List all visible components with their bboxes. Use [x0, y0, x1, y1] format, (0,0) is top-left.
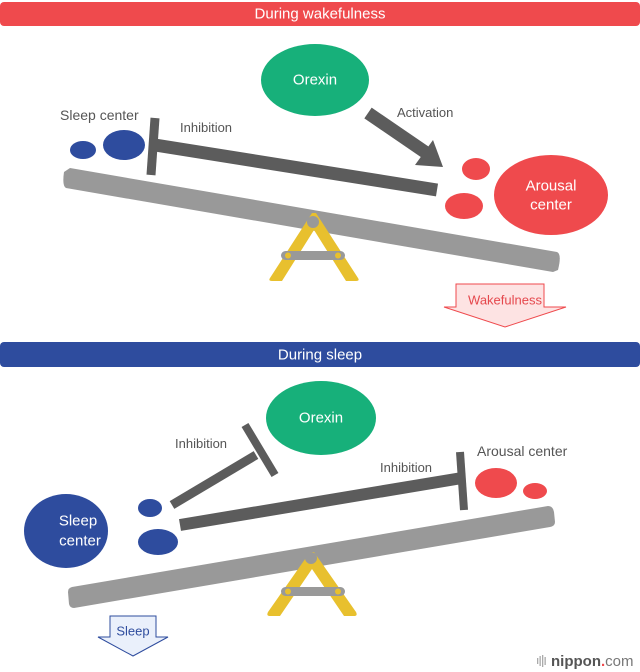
sleep-banner-title: During sleep: [278, 347, 362, 364]
wake-seesaw: [63, 168, 560, 281]
sleep-fulcrum: [267, 552, 357, 616]
sleep-inhibition-label-2: Inhibition: [380, 460, 432, 475]
wakefulness-result-label: Wakefulness: [468, 293, 542, 308]
wake-activation-arrow: [364, 107, 443, 167]
logo-dot: .: [601, 653, 605, 670]
sleep-result-label: Sleep: [116, 624, 149, 639]
logo-bold-text: nippon: [551, 653, 601, 670]
sleep-sleep-center-line2: center: [59, 533, 101, 550]
wakefulness-panel: During wakefulness Sleep center Inhibiti…: [0, 2, 640, 328]
sleep-inhibition-label-1: Inhibition: [175, 436, 227, 451]
sleep-seesaw: [68, 506, 555, 616]
sleep-panel: During sleep Orexin Inhibition Inhi: [0, 342, 640, 657]
sleep-orexin-node: [266, 381, 376, 455]
sleep-arousal-small-dot: [523, 483, 547, 499]
sleep-inhibition-to-orexin-bar: [169, 422, 279, 509]
sleep-orexin-label: Orexin: [299, 410, 343, 427]
sleep-sleep-center-node: [24, 494, 108, 568]
wake-arousal-small-dot-1: [462, 158, 490, 180]
wake-arousal-center-node: [494, 155, 608, 235]
wake-sleep-center-small-dot: [70, 141, 96, 159]
wake-activation-label: Activation: [397, 105, 453, 120]
sleep-inhibition-to-arousal-bar: [179, 451, 468, 531]
sleep-arousal-large-dot: [475, 468, 517, 498]
sleep-banner: [0, 342, 640, 367]
sleep-arousal-center-label: Arousal center: [477, 443, 568, 459]
sleep-center-medium-dot: [138, 529, 178, 555]
wake-orexin-label: Orexin: [293, 72, 337, 89]
logo-light-text: com: [605, 653, 633, 670]
wake-sleep-center-label: Sleep center: [60, 107, 139, 123]
wake-arousal-line1: Arousal: [526, 178, 577, 195]
wake-orexin-node: [261, 44, 369, 116]
wakefulness-banner: [0, 2, 640, 26]
wake-sleep-center-large-dot: [103, 130, 145, 160]
sleep-center-small-dot: [138, 499, 162, 517]
svg-text:nippon.com: nippon.com: [551, 653, 634, 670]
wake-inhibition-label: Inhibition: [180, 120, 232, 135]
nippon-logo: nippon.com: [537, 653, 634, 670]
wakefulness-banner-title: During wakefulness: [255, 6, 386, 23]
wake-arousal-small-dot-2: [445, 193, 483, 219]
sleep-sleep-center-line1: Sleep: [59, 513, 97, 530]
wakefulness-result-arrow: [443, 283, 567, 328]
sound-wave-icon: [537, 655, 546, 667]
wake-arousal-line2: center: [530, 197, 572, 214]
wake-fulcrum: [269, 213, 359, 281]
sleep-result-arrow: [97, 615, 169, 657]
wake-inhibition-bar: [146, 117, 439, 197]
